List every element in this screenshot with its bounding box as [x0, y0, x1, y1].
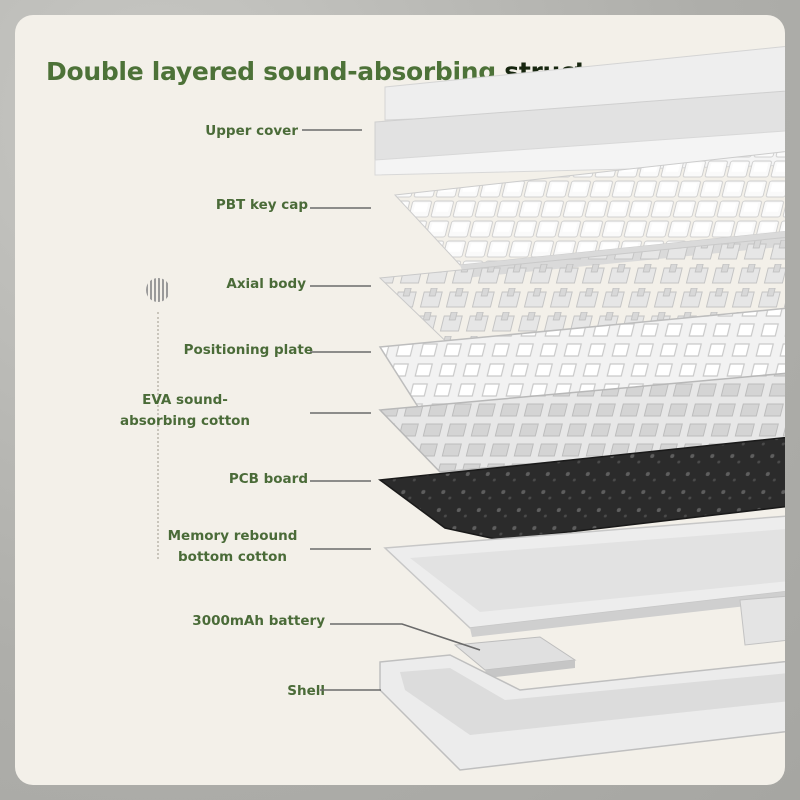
- label-line: Positioning plate: [183, 342, 313, 358]
- label-line: absorbing cotton: [119, 413, 251, 429]
- layer-upper-cover: [374, 44, 785, 176]
- label-positioning-plate: Positioning plate: [123, 340, 313, 360]
- layer-shell: [379, 595, 785, 771]
- label-pbt-key-cap: PBT key cap: [118, 195, 308, 215]
- dotted-guide-line: [157, 312, 159, 559]
- label-line: PBT key cap: [215, 197, 308, 213]
- label-axial-body: Axial body: [116, 274, 306, 294]
- label-line: Memory rebound: [167, 528, 298, 544]
- label-upper-cover: Upper cover: [108, 121, 298, 141]
- layer-battery: [453, 636, 577, 678]
- label-shell: Shell: [135, 681, 325, 701]
- label-line: EVA sound-: [142, 392, 228, 408]
- label-line: 3000mAh battery: [192, 613, 325, 629]
- leader-lines: [302, 129, 481, 691]
- title-part-1: Double layered sound-absorbing: [46, 57, 496, 86]
- label-line: Axial body: [226, 276, 306, 292]
- layer-pcb-board: [378, 435, 785, 541]
- label-line: Shell: [287, 683, 325, 699]
- layer-memory-cotton: [383, 514, 785, 637]
- striped-dial-icon: [146, 278, 170, 302]
- label-memory-cotton: Memory rebound bottom cotton: [165, 526, 300, 568]
- label-line: bottom cotton: [178, 549, 287, 565]
- label-battery: 3000mAh battery: [135, 611, 325, 631]
- label-line: PCB board: [228, 471, 308, 487]
- label-eva-cotton: EVA sound- absorbing cotton: [110, 390, 260, 432]
- leader-battery: [330, 623, 481, 651]
- label-line: Upper cover: [205, 123, 298, 139]
- label-pcb-board: PCB board: [118, 469, 308, 489]
